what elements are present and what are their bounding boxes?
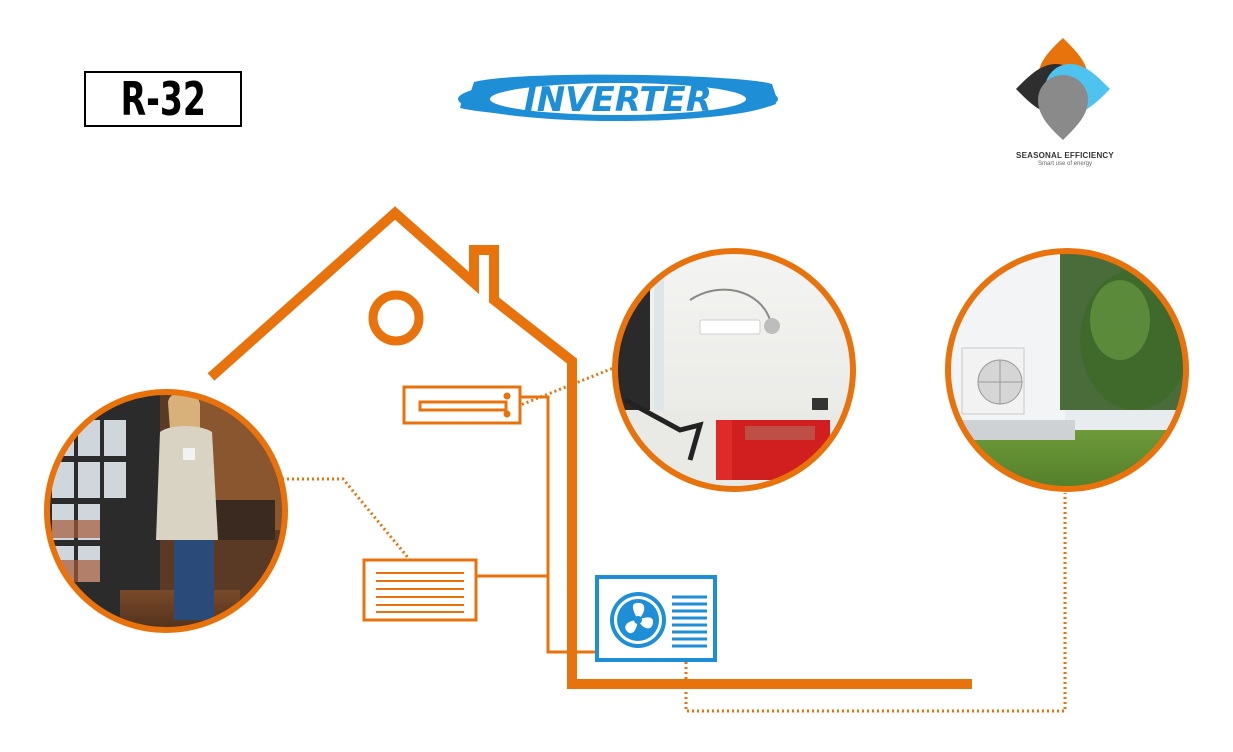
woman-by-window-photo <box>44 389 288 633</box>
seasonal-efficiency-logo-icon <box>1016 38 1110 140</box>
inverter-logo: INVERTER <box>458 74 778 121</box>
refrigerant-piping <box>476 395 596 654</box>
r32-refrigerant-badge: R-32 <box>84 71 242 127</box>
seasonal-efficiency-caption: SEASONAL EFFICIENCY Smart use of energy <box>990 151 1140 167</box>
outdoor-unit-garden-photo <box>945 248 1189 492</box>
r32-label: R-32 <box>120 72 206 126</box>
dotted-connector-lines <box>257 365 1067 713</box>
living-room-photo <box>612 248 856 492</box>
radiator-unit-icon <box>362 558 478 622</box>
wall-mounted-indoor-unit-icon <box>402 385 522 425</box>
outdoor-fan-unit-icon <box>595 575 717 662</box>
house-outline-icon <box>207 206 972 689</box>
seasonal-efficiency-subtitle: Smart use of energy <box>1037 161 1093 167</box>
seasonal-efficiency-title: SEASONAL EFFICIENCY <box>1016 151 1114 160</box>
inverter-text: INVERTER <box>524 80 712 120</box>
